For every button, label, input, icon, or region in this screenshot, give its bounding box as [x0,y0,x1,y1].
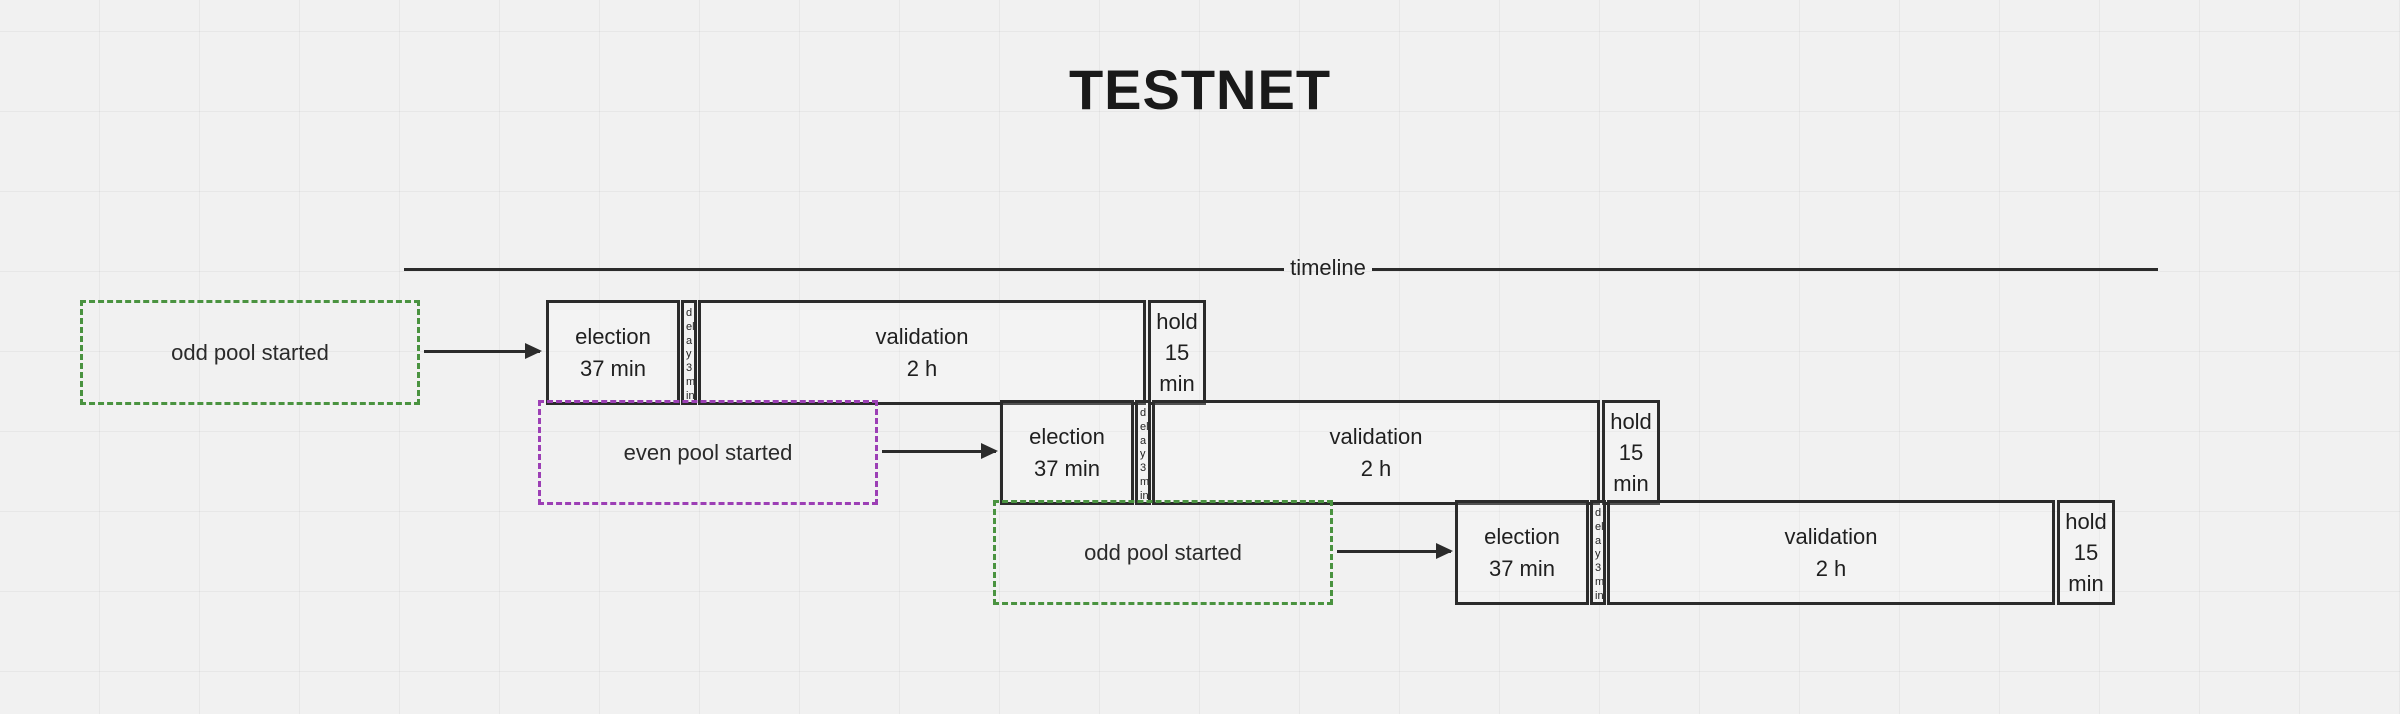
phase-name: election [1029,424,1105,450]
arrow-event-to-election-1 [424,343,542,359]
phase-delay-label: delay 3 min [1595,507,1605,602]
phase-duration-unit: min [1159,371,1195,397]
phase-duration: 2 h [1360,455,1392,481]
phase-box-validation-3[interactable]: validation 2 h [1607,500,2055,605]
phase-duration: 2 h [1815,555,1847,581]
phase-box-validation-2[interactable]: validation 2 h [1152,400,1600,505]
phase-duration-value: 15 [1618,439,1644,465]
phase-box-election-3[interactable]: election 37 min [1455,500,1589,605]
arrow-event-to-election-2 [882,443,998,459]
timeline-line-left [404,268,1284,271]
phase-name: election [575,324,651,350]
phase-name: election [1484,524,1560,550]
phase-delay-label: delay 3 min [1140,407,1150,502]
phase-duration-value: 15 [2073,539,2099,565]
phase-duration: 37 min [1488,555,1556,581]
event-label: even pool started [623,439,793,465]
page-title: TESTNET [1068,58,1332,121]
phase-duration-value: 15 [1164,339,1190,365]
event-box-odd-pool-started-1[interactable]: odd pool started [80,300,420,405]
phase-box-delay-2[interactable]: delay 3 min [1135,400,1151,505]
phase-name: validation [1329,424,1423,450]
phase-name: validation [875,324,969,350]
phase-box-election-1[interactable]: election 37 min [546,300,680,405]
phase-box-hold-2[interactable]: hold 15 min [1602,400,1660,505]
phase-delay-label: delay 3 min [686,307,696,402]
phase-box-delay-3[interactable]: delay 3 min [1590,500,1606,605]
event-label: odd pool started [1084,539,1242,565]
arrow-event-to-election-3 [1337,543,1453,559]
timeline-label: timeline [1290,255,1366,280]
phase-name: validation [1784,524,1878,550]
phase-duration: 37 min [1033,455,1101,481]
phase-box-hold-3[interactable]: hold 15 min [2057,500,2115,605]
phase-box-delay-1[interactable]: delay 3 min [681,300,697,405]
phase-duration-unit: min [2068,571,2104,597]
phase-name: hold [1156,308,1198,334]
event-label: odd pool started [171,339,329,365]
event-box-odd-pool-started-2[interactable]: odd pool started [993,500,1333,605]
phase-box-election-2[interactable]: election 37 min [1000,400,1134,505]
phase-duration-unit: min [1613,471,1649,497]
phase-box-validation-1[interactable]: validation 2 h [698,300,1146,405]
timeline-axis: timeline [404,255,2158,280]
phase-box-hold-1[interactable]: hold 15 min [1148,300,1206,405]
timeline-line-right [1372,268,2158,271]
event-box-even-pool-started[interactable]: even pool started [538,400,878,505]
phase-name: hold [1610,408,1652,434]
phase-duration: 2 h [906,355,938,381]
phase-name: hold [2065,508,2107,534]
phase-duration: 37 min [579,355,647,381]
